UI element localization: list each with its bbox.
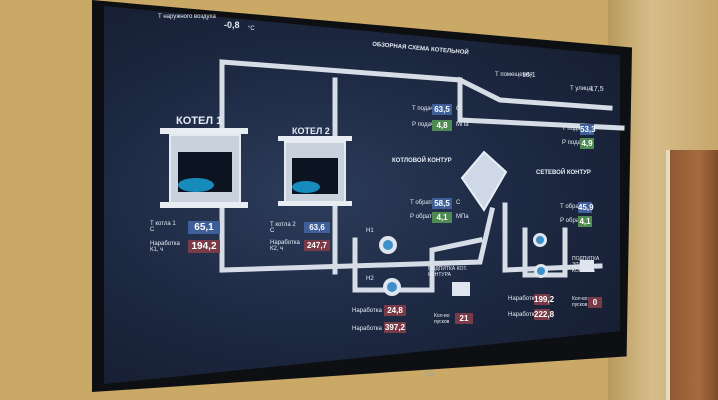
h2-hours-value: 397,2 xyxy=(384,322,406,333)
net-h3-hours-value: 199,2 xyxy=(534,294,555,305)
tv-brand-logo: LG xyxy=(425,372,434,378)
net-return-pressure-label: Р обратки xyxy=(560,218,588,224)
h1-hours-value: 24,8 xyxy=(384,305,406,316)
return-temp-unit: С xyxy=(456,200,461,206)
outside-temp-unit: °С xyxy=(248,26,255,32)
net-h4-hours-value: 222,8 xyxy=(534,309,555,320)
boiler1-temp-label: Т котла 1 С xyxy=(150,221,176,233)
boiler2-temp-label: Т котла 2 С xyxy=(270,222,296,234)
net-supply-temp-label: Т подачи xyxy=(562,126,587,132)
supply-temp-value: 63,5 xyxy=(432,104,452,115)
street-temp-value: 17,5 xyxy=(590,86,604,93)
net-supply-temp-value: 53,3 xyxy=(580,124,596,135)
net-starts-label: Кол-во пусков xyxy=(572,296,588,308)
room-temp-label: Т помещения xyxy=(495,72,533,78)
boiler-loop-title: КОТЛОВОЙ КОНТУР xyxy=(392,158,452,164)
h1-hours-label: Наработка Н1 xyxy=(352,308,392,314)
boiler1-hours-value: 194,2 xyxy=(188,240,220,253)
supply-pressure-value: 4,8 xyxy=(432,120,452,131)
door-frame xyxy=(666,150,718,400)
boiler1-hours-label: Наработка К1, ч xyxy=(150,241,180,253)
starts-value: 21 xyxy=(455,313,473,324)
return-temp-label: Т обратки xyxy=(410,200,438,206)
starts-label: Кол-во пусков xyxy=(434,313,450,325)
boiler1-name: КОТЕЛ 1 xyxy=(176,115,223,127)
net-starts-value: 0 xyxy=(588,297,602,308)
return-pressure-label: Р обратки xyxy=(410,214,438,220)
street-temp-label: Т улица xyxy=(570,86,592,92)
boiler2-temp-value: 63,6 xyxy=(304,222,330,233)
supply-pressure-unit: МПа xyxy=(456,122,469,128)
boiler2-hours-label: Наработка К2, ч xyxy=(270,240,300,252)
makeup-label: ПОДПИТКА КОТ. КОНТУРА xyxy=(428,266,468,278)
net-return-pressure-value: 4,1 xyxy=(578,216,592,227)
net-supply-pressure-label: Р подачи xyxy=(562,140,588,146)
pump-h2-label: Н2 xyxy=(366,276,374,282)
net-makeup-label: ПОДПИТКА ЭТС КОНТУРА xyxy=(572,256,600,274)
supply-pressure-label: Р подачи xyxy=(412,122,438,128)
return-pressure-unit: МПа xyxy=(456,214,469,220)
boiler1-temp-value: 65,1 xyxy=(188,221,220,234)
supply-temp-label: Т подачи xyxy=(412,106,437,112)
return-temp-value: 58,5 xyxy=(432,198,452,209)
boiler2-hours-value: 247,7 xyxy=(304,240,330,251)
supply-temp-unit: С xyxy=(456,106,461,112)
net-loop-title: СЕТЕВОЙ КОНТУР xyxy=(536,170,591,176)
boiler2-name: КОТЕЛ 2 xyxy=(292,126,330,136)
outside-temp-value: -0,8 xyxy=(224,20,240,30)
net-return-temp-value: 45,9 xyxy=(578,202,594,213)
net-h3-hours-label: Наработка Н3 xyxy=(508,296,548,302)
return-pressure-value: 4,1 xyxy=(432,212,452,223)
pump-h1-label: Н1 xyxy=(366,228,374,234)
outside-temp-label: Т наружного воздуха xyxy=(158,14,216,20)
net-return-temp-label: Т обратки xyxy=(560,204,588,210)
net-h4-hours-label: Наработка Н4 xyxy=(508,312,548,318)
net-supply-pressure-value: 4,9 xyxy=(580,138,594,149)
room-temp-value: 16,1 xyxy=(522,72,536,79)
h2-hours-label: Наработка Н2 xyxy=(352,326,392,332)
